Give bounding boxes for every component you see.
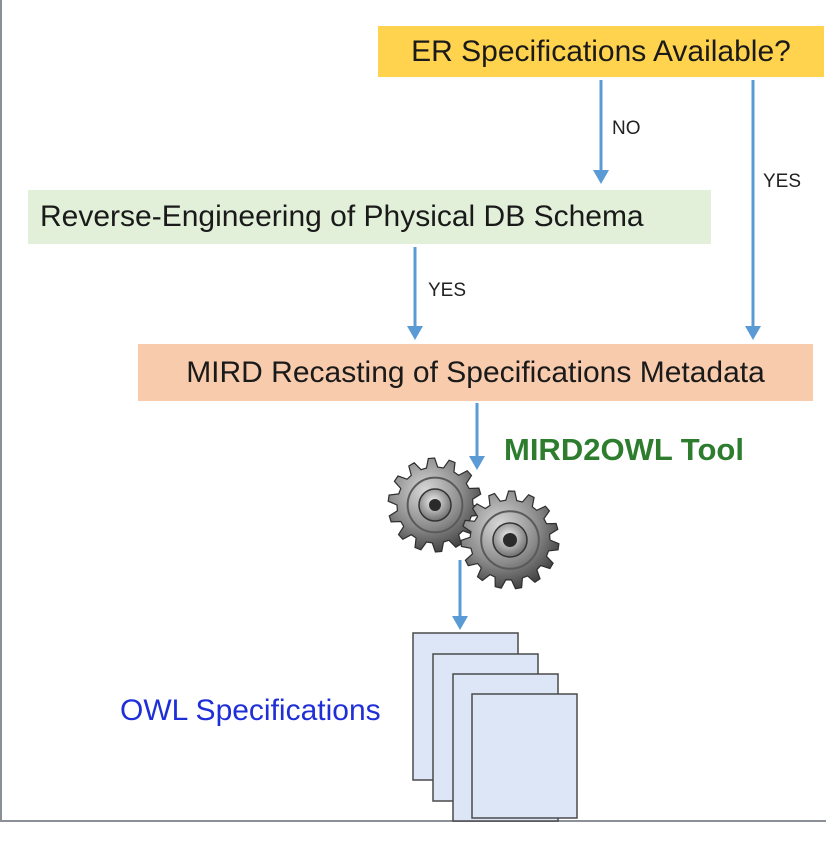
document-page-4 bbox=[471, 693, 578, 819]
reverse-engineering-box: Reverse-Engineering of Physical DB Schem… bbox=[28, 190, 711, 244]
figure-frame bbox=[0, 0, 826, 822]
edge-label-yes-left: YES bbox=[428, 280, 467, 301]
owl-specifications-label: OWL Specifications bbox=[120, 694, 381, 727]
gears-icon bbox=[387, 457, 560, 590]
connector-arrows bbox=[407, 80, 761, 630]
edge-label-no: NO bbox=[612, 118, 641, 139]
mird2owl-tool-label: MIRD2OWL Tool bbox=[504, 432, 744, 467]
document-stack-icon bbox=[412, 632, 578, 822]
arrow-er-to-reverse bbox=[593, 80, 609, 184]
edge-label-yes-right: YES bbox=[763, 171, 802, 192]
arrow-mird-to-tool bbox=[469, 403, 485, 470]
arrow-tool-to-docs bbox=[452, 560, 468, 630]
arrow-reverse-to-mird bbox=[407, 247, 423, 340]
mird-recasting-box: MIRD Recasting of Specifications Metadat… bbox=[138, 344, 813, 401]
er-specifications-box: ER Specifications Available? bbox=[378, 26, 824, 77]
arrow-er-to-mird bbox=[745, 80, 761, 340]
